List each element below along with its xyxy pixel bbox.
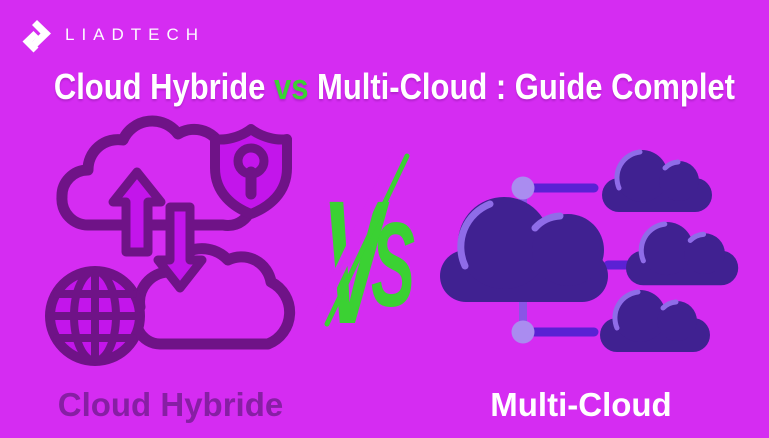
small-cloud-icon [600,290,710,352]
title-vs: vs [274,66,309,107]
small-cloud-icon [602,150,712,212]
small-cloud-icon [626,222,738,285]
upload-arrow-icon [108,167,166,257]
vs-letter-s: S [371,197,415,332]
vs-graphic: V S [313,146,415,332]
code-brackets-icon [22,20,51,53]
hybrid-cloud-illustration [45,115,296,366]
network-node-icon [511,176,535,200]
globe-icon [45,266,145,366]
code-chevron-left-icon [22,31,39,53]
code-chevron-right-icon [32,20,51,47]
vs-slash-gap [313,146,403,319]
brand-name: LIADTECH [65,25,206,44]
title-part-left: Cloud Hybride [53,66,266,107]
title-part-right: Multi-Cloud : Guide Complet [317,66,735,107]
network-node-icon [511,320,535,344]
liadtech-logo: LIADTECH [20,15,205,55]
multi-cloud-illustration [440,138,742,370]
download-arrow-icon [153,202,207,293]
main-cloud-icon [440,197,608,302]
shield-lock-icon [210,124,292,219]
left-section-label: Cloud Hybride [57,386,284,423]
vs-slash-icon [324,153,410,327]
right-section-label: Multi-Cloud [490,386,672,423]
